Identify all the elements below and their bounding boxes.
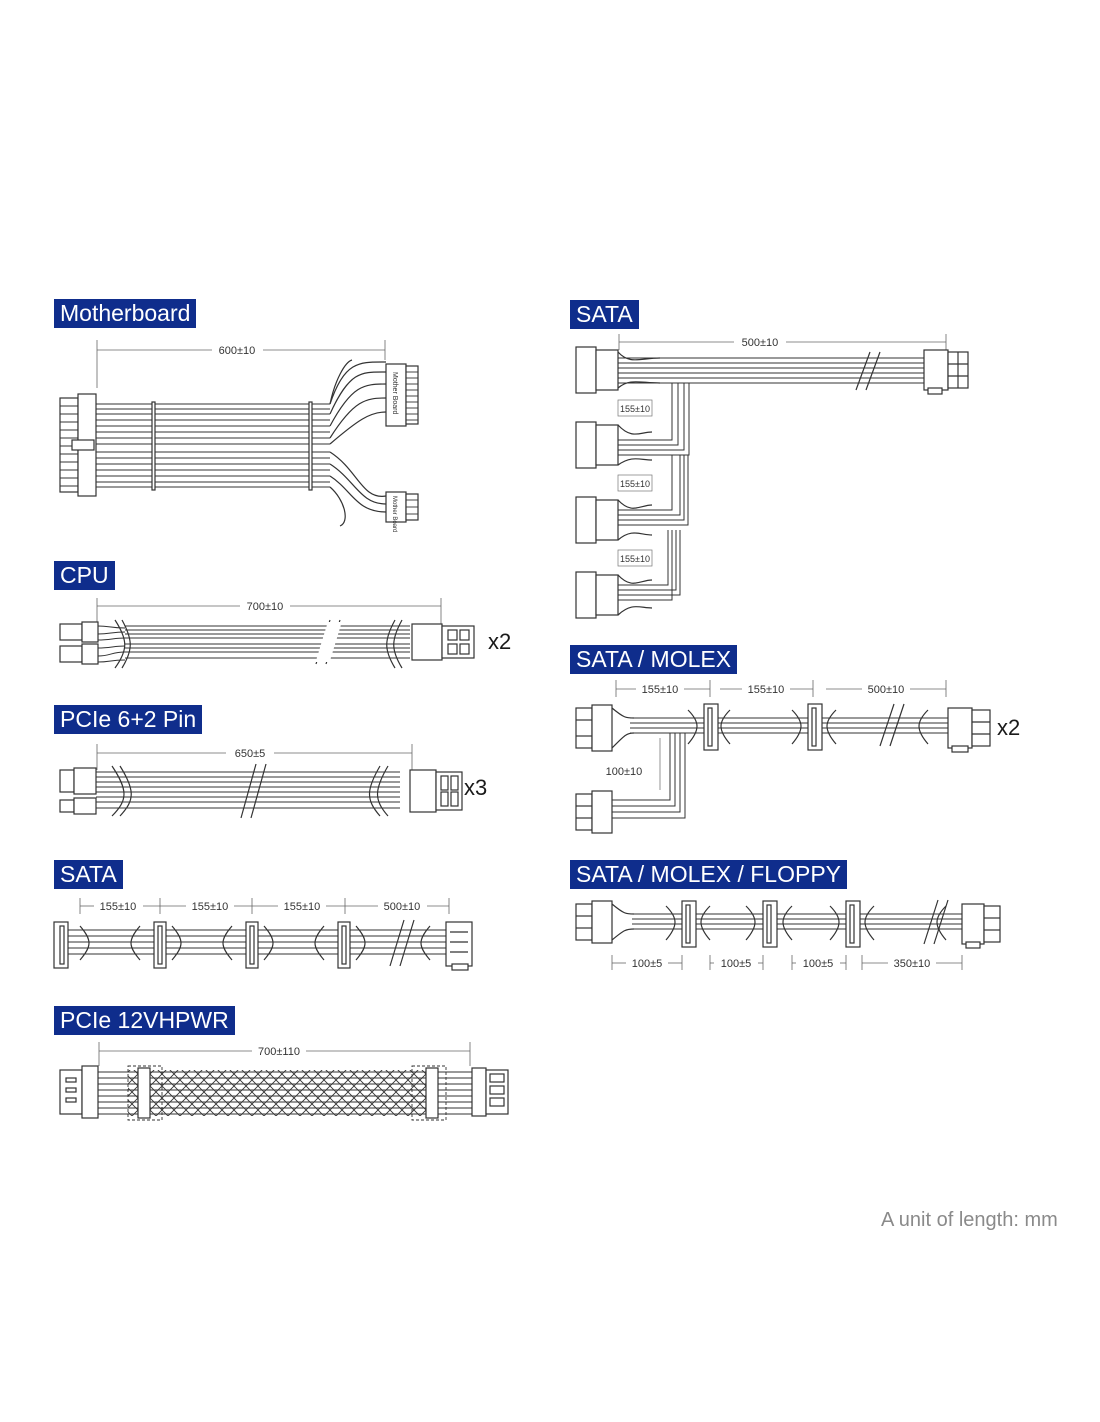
motherboard-cable: 600±10 [59, 340, 419, 532]
sata-left-cable: 155±10 155±10 155±10 500±10 [53, 898, 473, 971]
cpu-cable: 700±10 [59, 598, 475, 669]
pcie12v-length: 700±110 [258, 1046, 300, 1058]
motherboard-length: 600±10 [219, 345, 256, 357]
title-pcie-6-2: PCIe 6+2 Pin [54, 705, 203, 734]
title-sata-left: SATA [54, 860, 123, 889]
title-sata-molex-floppy: SATA / MOLEX / FLOPPY [570, 860, 848, 889]
sata-molex-cable: 155±10 155±10 500±10 100±10 [575, 680, 991, 834]
pcie-12vhpwr-cable: 700±110 [59, 1042, 509, 1121]
sata-molex-branch: 100±10 [606, 766, 643, 778]
sata-left-seg-3: 155±10 [284, 901, 321, 913]
smf-seg-2: 100±5 [721, 958, 752, 970]
unit-note: A unit of length: mm [881, 1209, 1058, 1231]
sata-right-branch-1: 155±10 [620, 404, 650, 414]
smf-seg-4: 350±10 [894, 958, 931, 970]
title-sata-molex: SATA / MOLEX [570, 645, 738, 674]
mb-top-label: Mother Board [391, 372, 398, 415]
sata-right-branch-3: 155±10 [620, 554, 650, 564]
sata-left-seg-4: 500±10 [384, 901, 421, 913]
sata-right-cable: 500±10 [575, 334, 969, 619]
sata-molex-seg-1: 155±10 [642, 684, 679, 696]
title-motherboard: Motherboard [54, 299, 197, 328]
cpu-length: 700±10 [247, 601, 284, 613]
sata-molex-seg-3: 500±10 [868, 684, 905, 696]
mb-bottom-label: Mother Board [391, 496, 397, 532]
pcie62-length: 650±5 [235, 748, 266, 760]
sata-left-seg-1: 155±10 [100, 901, 137, 913]
sata-molex-seg-2: 155±10 [748, 684, 785, 696]
smf-seg-3: 100±5 [803, 958, 834, 970]
pcie62-multiplier: x3 [464, 775, 488, 800]
sata-molex-multiplier: x2 [997, 715, 1021, 740]
cpu-multiplier: x2 [488, 629, 512, 654]
title-cpu: CPU [54, 561, 115, 590]
sata-right-branch-2: 155±10 [620, 479, 650, 489]
sata-molex-floppy-cable: 100±5 100±5 100±5 350±10 [575, 899, 1001, 970]
sata-right-length: 500±10 [742, 337, 779, 349]
sata-left-seg-2: 155±10 [192, 901, 229, 913]
smf-seg-1: 100±5 [632, 958, 663, 970]
pcie62-cable: 650±5 [59, 744, 463, 819]
title-pcie-12vhpwr: PCIe 12VHPWR [54, 1006, 235, 1035]
title-sata-right: SATA [570, 300, 639, 329]
